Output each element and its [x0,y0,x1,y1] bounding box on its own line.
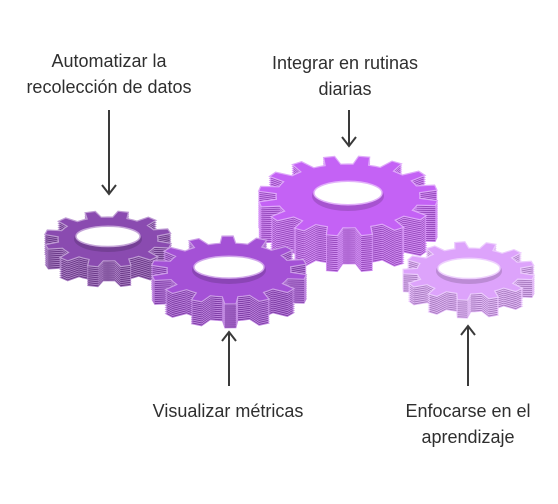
label-line: recolección de datos [26,77,192,97]
gear-automate [43,210,173,288]
gear-visualize [150,235,308,329]
arrow-head [221,330,237,342]
label-line: aprendizaje [421,427,515,447]
label-focus-on-learning: Enfocarse en el aprendizaje [386,398,550,450]
label-line: diarias [318,79,372,99]
arrow-head [101,184,117,196]
arrow-head [460,324,476,336]
label-line: Visualizar métricas [152,401,304,421]
gear-integrate [257,155,439,273]
gear-hole [313,180,383,206]
gear-hole [75,225,141,248]
gear-hole [437,257,501,280]
arrow-focus [460,324,476,386]
label-line: Integrar en rutinas [271,53,419,73]
label-integrate-daily-routines: Integrar en rutinas diarias [238,50,452,102]
gear-focus [402,241,536,319]
label-automate-data-collection: Automatizar la recolección de datos [0,48,218,100]
arrow-head [341,136,357,148]
arrow-integrate [341,110,357,148]
label-visualize-metrics: Visualizar métricas [128,398,328,424]
label-line: Enfocarse en el [405,401,531,421]
arrow-visualize [221,330,237,386]
label-line: Automatizar la [51,51,167,71]
gear-hole [193,255,265,279]
arrow-automate [101,110,117,196]
